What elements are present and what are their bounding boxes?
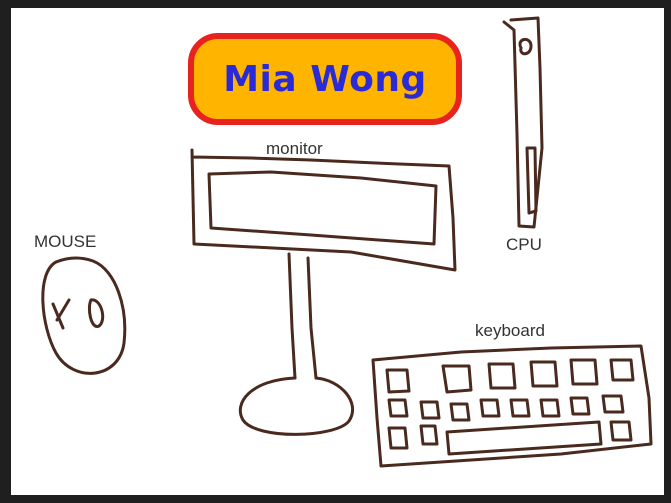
cpu-sketch: [504, 18, 542, 227]
sketch-drawing: [11, 8, 664, 495]
keyboard-sketch: [373, 346, 651, 466]
mouse-sketch: [43, 258, 125, 373]
drawing-canvas: Mia Wong monitor MOUSE CPU keyboard: [11, 8, 664, 495]
monitor-sketch: [192, 150, 455, 434]
